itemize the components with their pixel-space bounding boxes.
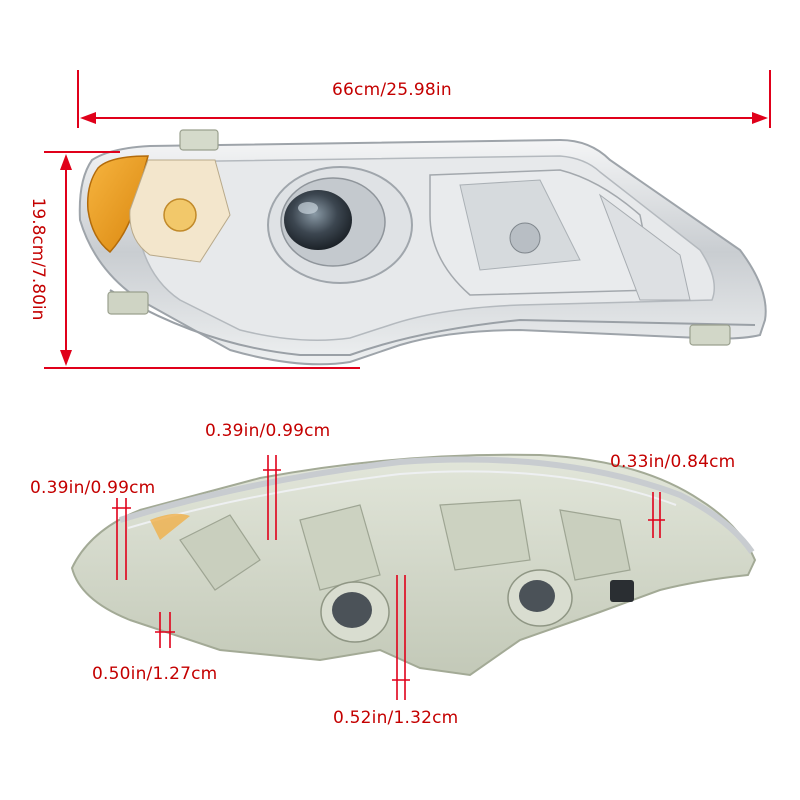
height-dimension-line xyxy=(44,151,360,369)
headlight-rear-view xyxy=(70,453,757,677)
mount-top-right-label: 0.33in/0.84cm xyxy=(610,452,736,472)
height-label: 19.8cm/7.80in xyxy=(28,197,48,321)
projector-lens xyxy=(284,190,352,250)
mount-bottom-left-label: 0.50in/1.27cm xyxy=(92,664,218,684)
amber-turn-signal xyxy=(86,155,149,254)
wiring-connector xyxy=(610,580,634,602)
mount-top-center-label: 0.39in/0.99cm xyxy=(205,421,331,441)
mount-markers xyxy=(112,455,665,700)
mount-top-left-label: 0.39in/0.99cm xyxy=(30,478,156,498)
headlight-front-view xyxy=(78,129,767,366)
rear-housing xyxy=(70,453,757,677)
width-dimension-line xyxy=(77,70,771,128)
length-label: 66cm/25.98in xyxy=(332,80,452,100)
mount-bottom-center-label: 0.52in/1.32cm xyxy=(333,708,459,728)
